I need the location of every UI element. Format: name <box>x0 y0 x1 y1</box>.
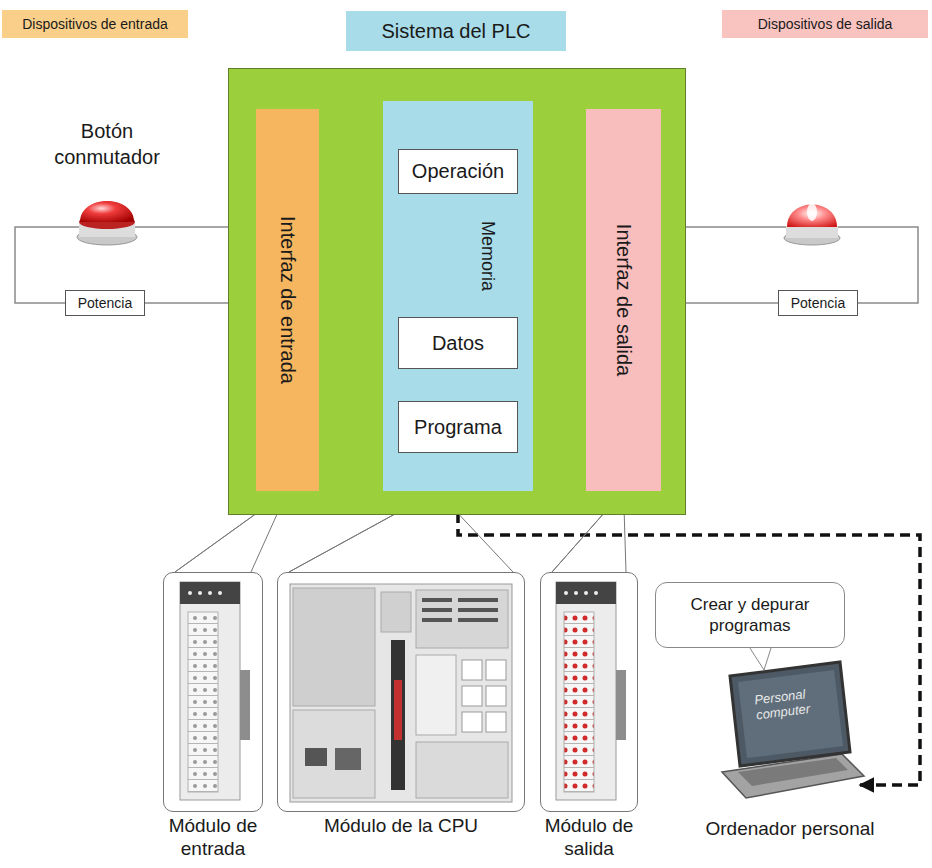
cpu-module-photo <box>422 618 452 622</box>
cpu-module-photo <box>416 655 456 735</box>
cpu-module-photo <box>293 588 375 706</box>
cpu-module-photo <box>458 608 498 612</box>
output-module-photo <box>556 582 626 800</box>
lamp-figure <box>807 203 817 221</box>
input-interface: Interfaz de entrada <box>256 109 319 491</box>
push-button: Botón conmutador <box>47 118 167 248</box>
output-module-photo <box>564 591 568 595</box>
cpu-module-photo <box>486 686 506 706</box>
output-module-photo <box>574 591 578 595</box>
module-caption: Módulo de entrada <box>143 814 283 860</box>
bubble-tail <box>748 645 772 670</box>
arrow-connector <box>458 491 920 785</box>
module-caption: Módulo de salida <box>519 814 659 860</box>
interface-label: Interfaz de entrada <box>275 109 301 491</box>
cpu-module-photo <box>381 592 411 632</box>
cpu-module-photo <box>422 608 452 612</box>
module-caption: Módulo de la CPU <box>277 814 525 837</box>
lamp-figure <box>660 203 918 303</box>
cpu-module-photo <box>462 660 482 680</box>
data-box: Datos <box>398 317 518 369</box>
cpu-module-photo <box>462 686 482 706</box>
operation-box: Operación <box>398 149 518 194</box>
module-photo: Módulo de la CPU <box>277 572 525 837</box>
input-module-photo <box>198 591 202 595</box>
input-module-photo <box>180 582 240 604</box>
lamp-figure <box>786 226 838 238</box>
cpu-module-photo <box>486 712 506 732</box>
wire <box>15 227 65 303</box>
output-interface: Interfaz de salida <box>586 109 661 491</box>
power-box: Potencia <box>65 290 145 316</box>
system-heading: Sistema del PLC <box>346 11 566 51</box>
power-label: Potencia <box>791 295 845 311</box>
push-button-figure <box>47 226 82 228</box>
cpu-module-photo <box>391 640 405 790</box>
device-band: Dispositivos de entrada <box>2 10 188 38</box>
screen-label: Personal computer <box>753 684 831 723</box>
laptop-figure <box>722 662 864 798</box>
cpu-module-photo <box>293 710 375 798</box>
memory-label: Memoria <box>477 201 499 311</box>
input-module-photo <box>180 582 240 800</box>
input-module-photo <box>188 591 192 595</box>
bubble-tail <box>748 645 772 670</box>
cpu-module-photo <box>394 680 402 740</box>
cpu-module-photo <box>458 618 498 622</box>
bubble-text: Crear y depurar programas <box>665 594 835 636</box>
cpu-module-photo <box>335 748 361 770</box>
cpu-module-photo <box>422 598 452 602</box>
power-label: Potencia <box>78 295 132 311</box>
cpu-module-photo <box>305 748 327 766</box>
cpu-module-photo <box>458 598 498 602</box>
plc-system: Sistema del PLCInterfaz de entradaMemori… <box>228 68 686 515</box>
output-module-photo <box>594 591 598 595</box>
cpu-module-photo <box>416 742 508 798</box>
output-module-photo <box>556 582 616 604</box>
cpu-block: Memoria OperaciónDatosPrograma <box>383 101 533 491</box>
device-band: Dispositivos de salida <box>722 10 928 38</box>
laptop-figure <box>738 670 843 758</box>
photo-frame <box>540 572 638 812</box>
block-label: Programa <box>414 416 502 439</box>
power-box: Potencia <box>778 290 858 316</box>
output-module-photo <box>556 582 616 800</box>
push-button-figure <box>47 201 167 245</box>
device-label: Botón conmutador <box>47 118 167 170</box>
cpu-module-photo <box>416 590 508 648</box>
block-label: Datos <box>432 332 484 355</box>
photo-frame <box>277 572 525 812</box>
input-module-photo <box>240 670 250 740</box>
module-photo: Módulo de salida <box>540 572 638 860</box>
cpu-module-photo <box>290 584 512 802</box>
band-label: Dispositivos de entrada <box>22 16 168 32</box>
module-photo: Módulo de entrada <box>163 572 263 860</box>
output-module-photo <box>584 591 588 595</box>
input-module-photo <box>188 612 218 792</box>
photo-frame <box>163 572 263 812</box>
block-label: Operación <box>412 160 504 183</box>
program-box: Programa <box>398 401 518 453</box>
laptop-figure <box>730 662 850 766</box>
band-label: Dispositivos de salida <box>758 16 893 32</box>
speech-bubble: Crear y depurar programas <box>655 582 845 648</box>
input-module-photo <box>208 591 212 595</box>
input-module-photo <box>218 591 222 595</box>
cpu-module-photo <box>462 712 482 732</box>
screen-label: Personal computer <box>753 684 831 723</box>
input-module-photo <box>180 582 250 800</box>
interface-label: Interfaz de salida <box>611 109 637 491</box>
cpu-module-photo <box>486 660 506 680</box>
output-module-photo <box>616 670 626 740</box>
computer-caption: Ordenador personal <box>675 817 905 840</box>
output-module-photo <box>564 612 594 792</box>
push-button-figure <box>132 226 167 228</box>
cpu-module-photo <box>290 584 512 802</box>
push-button-figure <box>80 201 134 222</box>
